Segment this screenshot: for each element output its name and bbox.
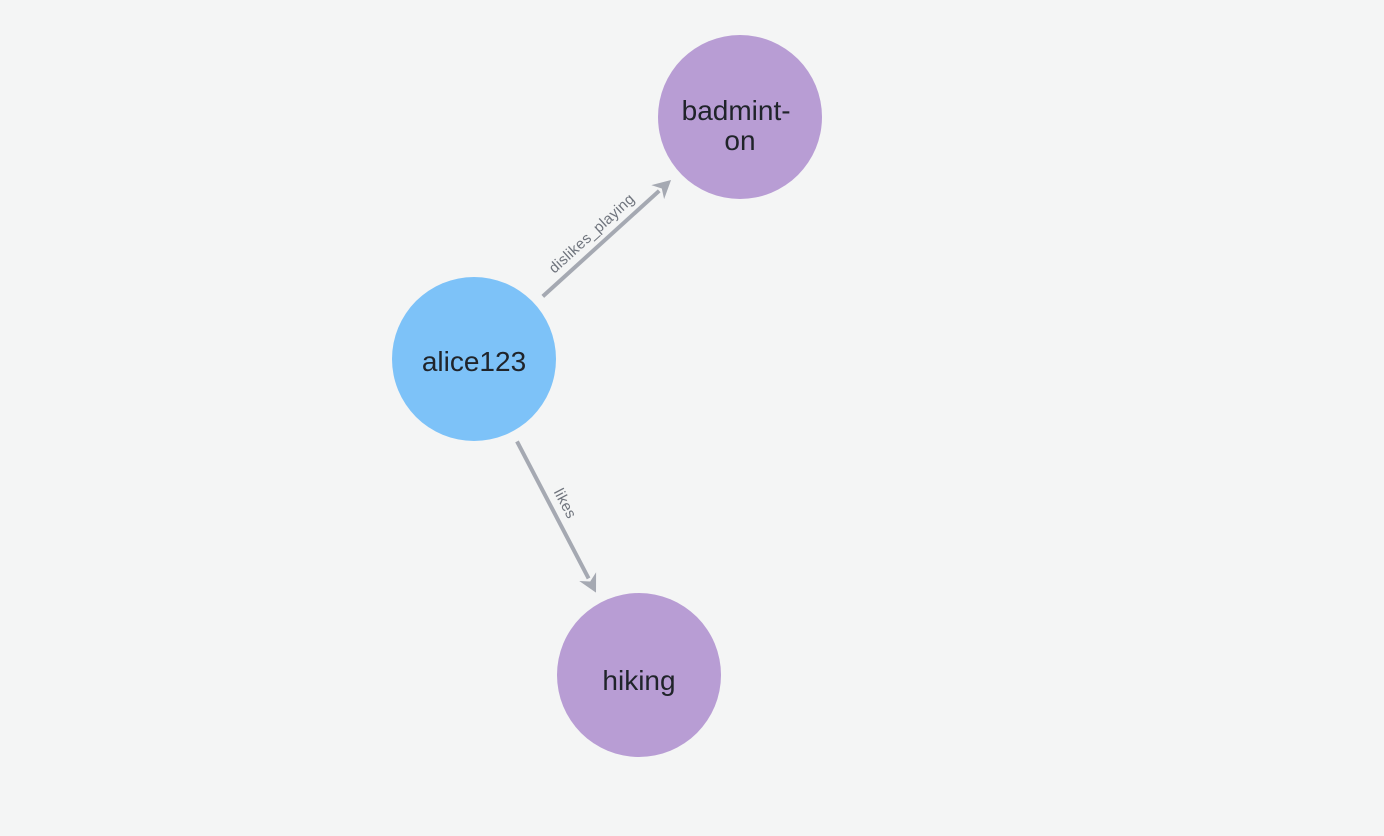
node-circle-hiking[interactable] [557, 593, 721, 757]
node-badminton: badmint- on [658, 35, 822, 199]
node-circle-badminton[interactable] [658, 35, 822, 199]
node-alice123: alice123 [392, 277, 556, 441]
edge-dislikes-playing: dislikes_playing [541, 180, 672, 298]
node-hiking: hiking [557, 593, 721, 757]
edge-line-likes[interactable] [515, 440, 597, 593]
edge-line-dislikes-playing[interactable] [541, 180, 672, 298]
node-circle-alice123[interactable] [392, 277, 556, 441]
edge-label-dislikes-playing: dislikes_playing [546, 190, 639, 277]
edge-likes: likes [515, 440, 597, 593]
